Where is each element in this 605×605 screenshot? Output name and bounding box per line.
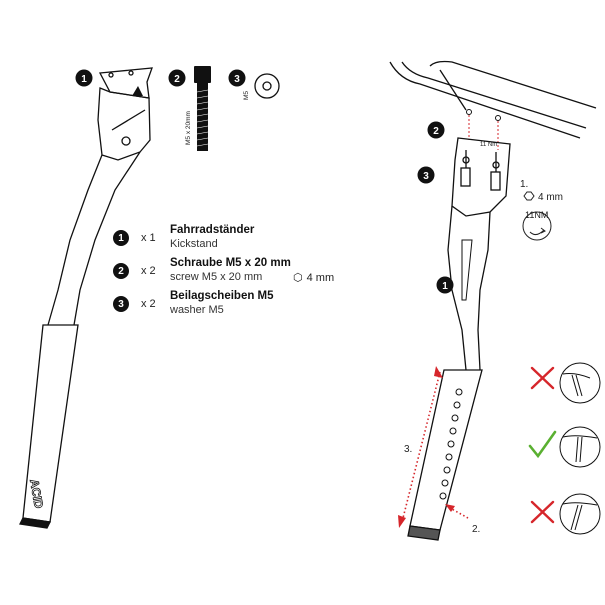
- svg-text:2: 2: [433, 126, 439, 137]
- svg-text:1: 1: [442, 281, 448, 292]
- angle-example-3-icon: [559, 493, 601, 535]
- part-subtitle: Kickstand: [170, 238, 218, 250]
- part-quantity: x 2: [141, 265, 156, 277]
- part-quantity: x 1: [141, 232, 156, 244]
- push-arrow: [449, 507, 469, 519]
- arrow-head-down: [398, 515, 406, 528]
- adjustment-holes: [439, 388, 463, 500]
- part-subtitle: screw M5 x 20 mm: [170, 271, 263, 283]
- tool-size-label: 4 mm: [538, 192, 563, 203]
- part-name: Schraube M5 x 20 mm: [170, 257, 291, 269]
- svg-text:2: 2: [174, 74, 180, 85]
- wrong-mark-1: [530, 366, 555, 390]
- part-number-badge: 3: [113, 296, 129, 312]
- torque-label: 11NM: [525, 210, 548, 220]
- bike-frame-drawing: [389, 60, 597, 139]
- screw-dimension-label: M5 x 20mm: [185, 111, 192, 145]
- svg-text:3: 3: [423, 171, 429, 182]
- svg-text:3: 3: [234, 74, 240, 85]
- svg-text:1: 1: [81, 74, 87, 85]
- callout-3-badge-install: 3: [417, 166, 435, 184]
- angle-example-2-icon: [559, 426, 601, 468]
- tool-note: ⬡ 4 mm: [293, 271, 335, 285]
- callout-2-badge: 2: [168, 69, 186, 87]
- correct-mark: [528, 430, 557, 459]
- part-quantity: x 2: [141, 298, 156, 310]
- part-number-badge: 1: [113, 230, 129, 246]
- part-name: Beilagscheiben M5: [170, 290, 274, 302]
- part-number-badge: 2: [113, 263, 129, 279]
- mounted-kickstand-drawing: [407, 137, 511, 541]
- part-subtitle: washer M5: [170, 304, 224, 316]
- plate-torque-mark: 11 Nm: [480, 142, 497, 148]
- arrow-head-up: [434, 366, 443, 378]
- mount-points: [466, 109, 501, 150]
- callout-2-badge-install: 2: [427, 121, 445, 139]
- step-2-label: 2.: [472, 524, 480, 535]
- brand-mark: ACID: [27, 478, 46, 510]
- push-arrow-head: [445, 504, 455, 512]
- callout-1-badge: 1: [75, 69, 93, 87]
- torque-wrench-icon: [522, 211, 552, 241]
- hex-key-icon: [523, 191, 535, 201]
- part-name: Fahrradständer: [170, 224, 255, 236]
- screw-drawing: [194, 66, 211, 151]
- kickstand-drawing: [19, 67, 153, 529]
- length-adjust-arrow: [401, 371, 441, 523]
- angle-example-1-icon: [559, 362, 601, 404]
- washer-drawing: [254, 73, 280, 99]
- hex-key-icon: ⬡: [293, 272, 303, 284]
- tool-size: 4 mm: [306, 271, 335, 284]
- wrong-mark-2: [530, 500, 555, 524]
- callout-1-badge-install: 1: [436, 276, 454, 294]
- callout-3-badge: 3: [228, 69, 246, 87]
- step-3-label: 3.: [404, 444, 412, 455]
- step-1-label: 1.: [520, 179, 528, 190]
- washer-size-label: M5: [243, 91, 250, 100]
